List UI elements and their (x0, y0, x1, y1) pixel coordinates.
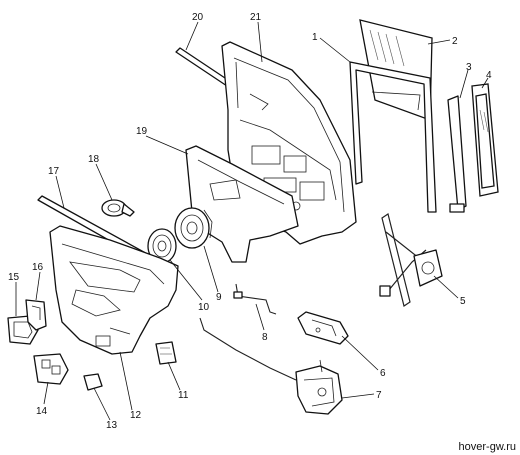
callout-7: 7 (376, 390, 382, 401)
leader-3 (459, 69, 469, 99)
callout-11: 11 (178, 390, 189, 401)
leader-21 (257, 21, 263, 63)
callout-2: 2 (452, 36, 458, 47)
part-speaker-grille (147, 228, 177, 264)
leader-13 (93, 387, 111, 421)
part-lock-rod (233, 283, 277, 315)
callout-3: 3 (466, 62, 472, 73)
leader-11 (167, 361, 181, 391)
callout-14: 14 (36, 406, 48, 417)
callout-13: 13 (106, 420, 118, 431)
callout-8: 8 (262, 332, 268, 343)
part-trim-panel (49, 225, 179, 355)
callout-4: 4 (486, 70, 492, 81)
callout-labels: 1 2 3 4 5 6 7 8 9 10 11 12 13 14 15 16 1… (8, 12, 492, 431)
callout-21: 21 (250, 12, 262, 23)
leader-lines (15, 21, 489, 421)
leader-12 (119, 351, 133, 411)
leader-14 (43, 381, 49, 405)
callout-16: 16 (32, 262, 44, 273)
callout-5: 5 (460, 296, 466, 307)
part-tweeter (101, 199, 135, 217)
leader-7 (341, 393, 375, 399)
leader-8 (255, 303, 265, 331)
part-outside-handle (297, 311, 349, 345)
part-hole-seal (185, 145, 299, 263)
leader-10 (169, 259, 203, 301)
leader-5 (433, 275, 459, 299)
callout-17: 17 (48, 166, 60, 177)
part-window-switch (33, 353, 69, 385)
callout-1: 1 (312, 32, 318, 43)
leader-19 (145, 135, 189, 155)
part-quarter-glass (471, 83, 499, 197)
part-door-lock (199, 317, 343, 415)
leader-16 (35, 271, 41, 301)
leader-17 (55, 175, 65, 209)
callout-18: 18 (88, 154, 100, 165)
callout-6: 6 (380, 368, 386, 379)
leader-20 (185, 21, 199, 51)
leader-4 (481, 77, 489, 89)
part-pull-cup-cover (155, 341, 177, 365)
leader-1 (319, 37, 351, 63)
callout-19: 19 (136, 126, 148, 137)
leader-18 (95, 163, 113, 201)
part-inner-handle (25, 299, 47, 331)
leader-2 (427, 39, 451, 45)
callout-12: 12 (130, 410, 142, 421)
part-glass-run-channel (349, 61, 437, 213)
part-division-bar (447, 95, 467, 213)
leader-9 (203, 245, 219, 293)
leader-6 (341, 335, 379, 371)
callout-20: 20 (192, 12, 204, 23)
watermark-text: hover-gw.ru (458, 441, 516, 453)
part-window-regulator (379, 213, 443, 307)
callout-9: 9 (216, 292, 222, 303)
part-lock-escutcheon (83, 373, 103, 391)
callout-15: 15 (8, 272, 20, 283)
callout-10: 10 (198, 302, 210, 313)
part-speaker (174, 207, 213, 249)
